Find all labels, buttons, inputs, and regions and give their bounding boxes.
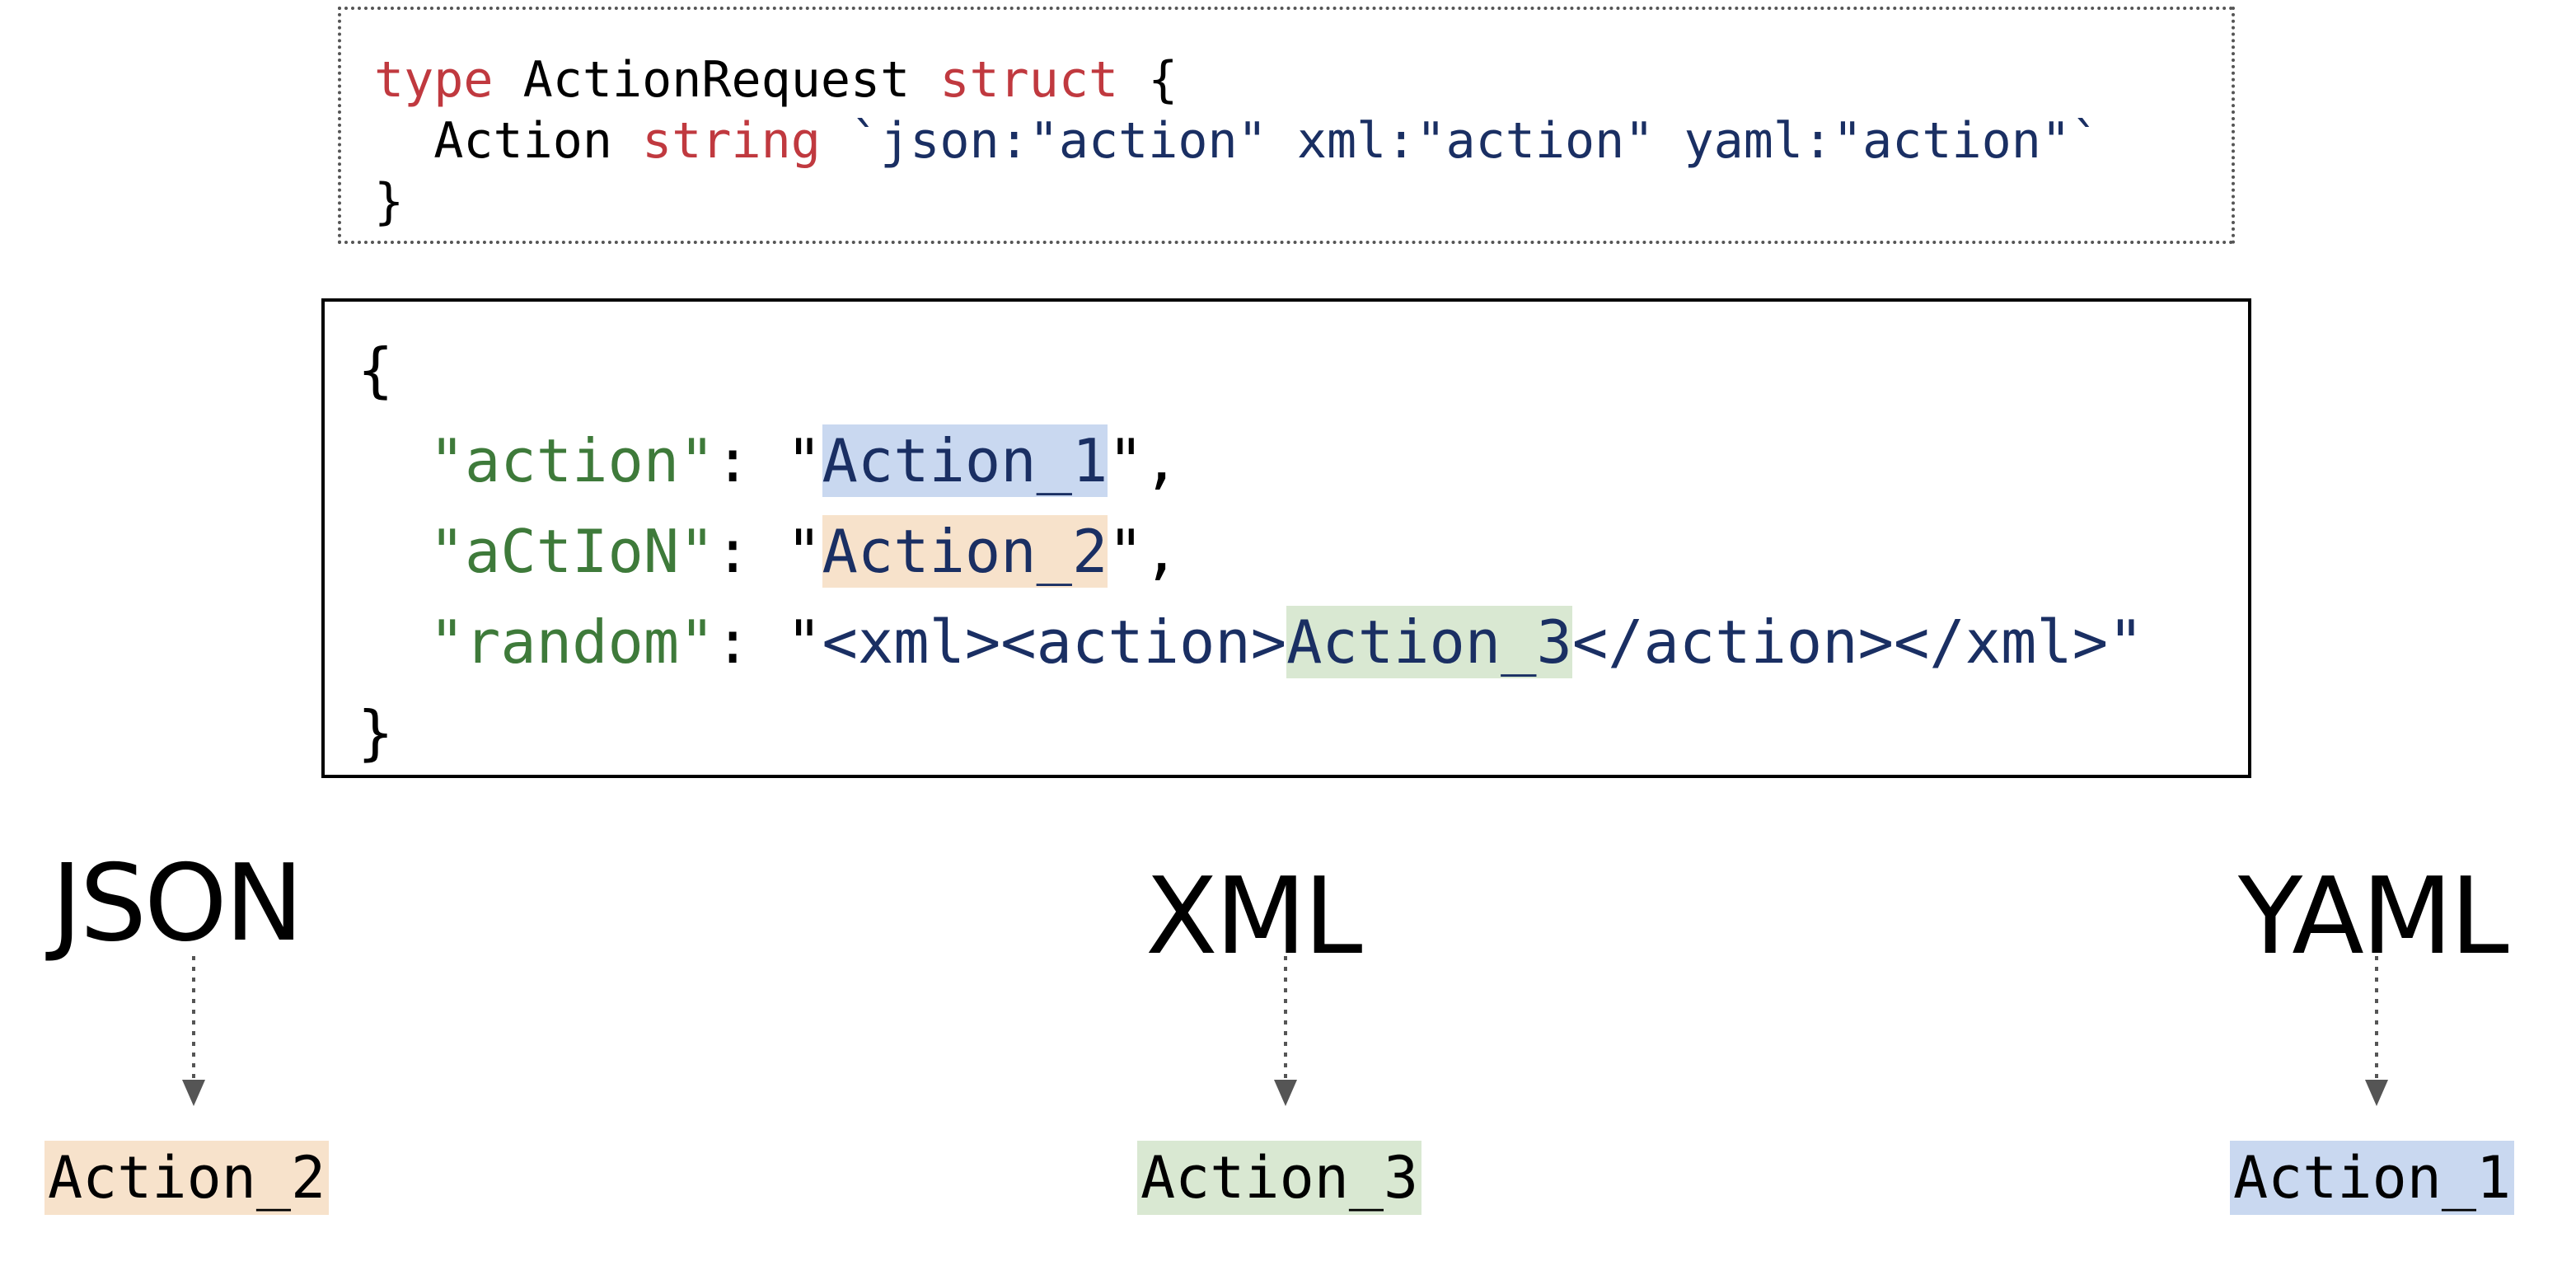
json-suffix: ", xyxy=(1108,426,1180,495)
json-key: "action" xyxy=(429,426,715,495)
json-close-brace: } xyxy=(358,698,394,767)
json-indent xyxy=(358,517,429,586)
json-key: "aCtIoN" xyxy=(429,517,715,586)
struct-name: ActionRequest xyxy=(493,51,940,109)
json-indent xyxy=(358,607,429,677)
json-value-highlight: Action_2 xyxy=(822,515,1108,588)
json-suffix: ", xyxy=(1108,517,1180,586)
json-separator: : " xyxy=(714,426,822,495)
field-name: Action xyxy=(433,112,643,170)
json-value-highlight: Action_1 xyxy=(822,424,1108,497)
keyword-string: string xyxy=(642,112,821,170)
struct-line-2: Action string `json:"action" xml:"action… xyxy=(374,110,2101,171)
struct-open-brace: { xyxy=(1118,51,1178,109)
struct-definition-box: type ActionRequest struct { Action strin… xyxy=(338,7,2235,244)
json-row-action: "action": "Action_1", xyxy=(358,424,1179,498)
json-indent xyxy=(358,426,429,495)
keyword-type: type xyxy=(374,51,494,109)
xml-result: Action_3 xyxy=(1137,1141,1422,1215)
xml-arrowhead-icon xyxy=(1274,1080,1297,1106)
format-label-xml: XML xyxy=(1145,856,1362,978)
json-payload-box: { "action": "Action_1", "aCtIoN": "Actio… xyxy=(321,298,2251,778)
yaml-result: Action_1 xyxy=(2230,1141,2515,1215)
json-value-highlight: Action_3 xyxy=(1286,606,1572,678)
struct-line-3: } xyxy=(374,171,404,232)
keyword-struct: struct xyxy=(939,51,1119,109)
json-arrowhead-icon xyxy=(182,1080,205,1106)
json-open-brace: { xyxy=(358,335,394,405)
json-row-random: "random": "<xml><action>Action_3</action… xyxy=(358,605,2143,679)
json-result: Action_2 xyxy=(44,1141,330,1215)
json-row-mixed-case: "aCtIoN": "Action_2", xyxy=(358,514,1179,588)
struct-indent xyxy=(374,112,433,170)
struct-line-1: type ActionRequest struct { xyxy=(374,49,1178,110)
struct-close-brace: } xyxy=(374,173,405,231)
yaml-arrowhead-icon xyxy=(2365,1080,2388,1106)
json-separator: : " xyxy=(714,517,822,586)
json-embedded-xml-close: </action></xml>" xyxy=(1571,607,2144,677)
json-key: "random" xyxy=(429,607,715,677)
format-label-yaml: YAML xyxy=(2238,856,2509,978)
json-embedded-xml-open: <xml><action> xyxy=(822,607,1287,677)
format-label-json: JSON xyxy=(51,842,303,965)
json-separator: : " xyxy=(714,607,822,677)
struct-tag: `json:"action" xml:"action" yaml:"action… xyxy=(820,112,2101,170)
